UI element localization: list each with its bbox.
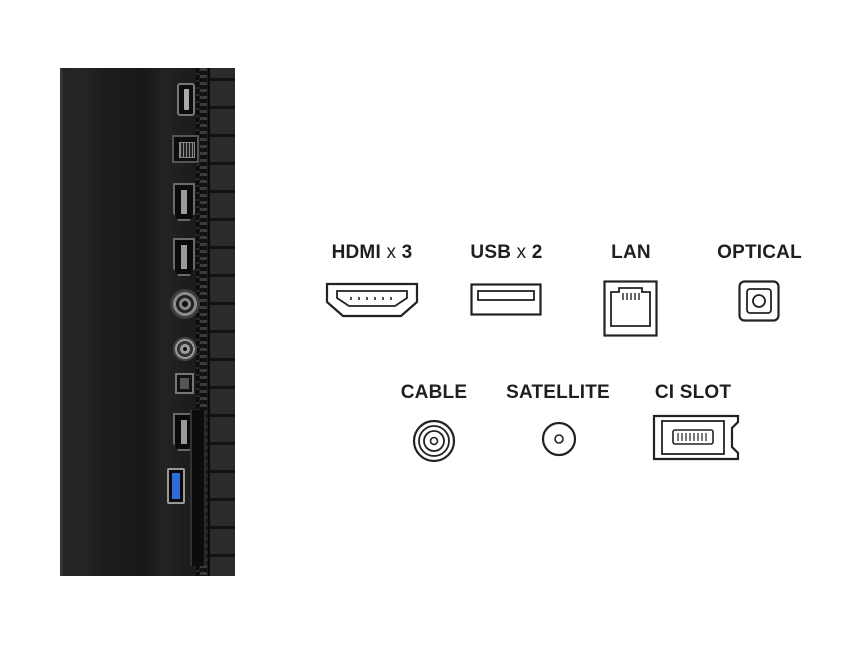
cable-icon — [412, 419, 456, 463]
panel-satellite-port — [173, 337, 197, 361]
panel-cable-port — [170, 289, 200, 319]
usb-icon — [470, 283, 542, 316]
legend-ci-slot: CI SLOT — [648, 382, 738, 404]
legend-lan: LAN — [600, 242, 662, 264]
legend-hdmi: HDMI x 3 — [322, 242, 422, 264]
panel-hdmi-port-1 — [173, 183, 195, 221]
panel-lan-port — [172, 135, 199, 163]
optical-icon — [738, 280, 780, 322]
legend-optical: OPTICAL — [712, 242, 807, 264]
lan-label: LAN — [611, 242, 651, 263]
panel-hdmi-side-port — [177, 83, 195, 116]
satellite-label: SATELLITE — [506, 382, 610, 403]
panel-hdmi-port-2 — [173, 238, 195, 276]
cable-label: CABLE — [400, 382, 468, 403]
usb-label: USB x 2 — [470, 242, 543, 263]
legend-cable: CABLE — [398, 382, 470, 404]
panel-teeth — [200, 68, 207, 576]
panel-usb-port — [167, 468, 185, 504]
legend-satellite: SATELLITE — [502, 382, 614, 404]
optical-label: OPTICAL — [717, 242, 802, 263]
panel-optical-port — [175, 373, 194, 394]
lan-icon — [603, 280, 658, 337]
tv-back-panel — [60, 68, 235, 576]
panel-body — [60, 68, 142, 576]
hdmi-icon — [325, 282, 419, 318]
hdmi-label: HDMI x 3 — [331, 242, 413, 263]
panel-fins — [208, 68, 235, 576]
satellite-icon — [541, 421, 577, 457]
ci-slot-label: CI SLOT — [654, 382, 732, 403]
legend-usb: USB x 2 — [459, 242, 554, 264]
panel-ci-slot — [190, 410, 206, 566]
ci-slot-icon — [652, 414, 740, 461]
